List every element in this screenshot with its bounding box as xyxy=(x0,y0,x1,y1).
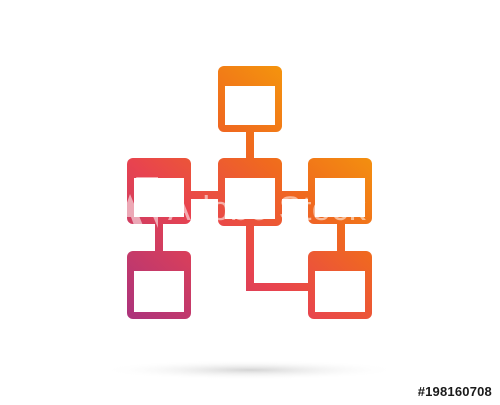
connectors xyxy=(155,130,345,291)
watermark-logo xyxy=(103,177,158,228)
table-left xyxy=(127,158,191,224)
watermark-text: Adobe Stock xyxy=(168,190,367,228)
table-top xyxy=(218,66,282,132)
table-right xyxy=(308,158,372,224)
table-bottom-left xyxy=(127,251,191,319)
tables xyxy=(127,66,372,319)
table-bottom-right xyxy=(308,251,372,319)
table-center xyxy=(218,158,282,226)
stock-id-label: #198160708 xyxy=(417,384,492,399)
shadow xyxy=(100,360,400,380)
